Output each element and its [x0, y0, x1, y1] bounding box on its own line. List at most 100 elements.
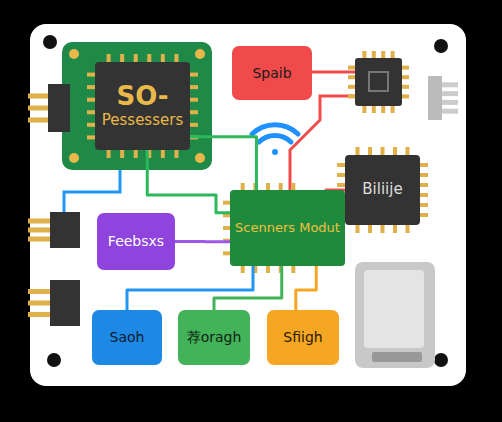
chip-pin	[28, 228, 50, 233]
chip-pin	[406, 225, 410, 233]
chip-pin	[420, 173, 428, 177]
chip-pin	[190, 85, 198, 89]
chip-pin	[291, 183, 295, 190]
chip-pin	[87, 135, 95, 139]
chip-pin	[266, 183, 270, 190]
mount-hole	[47, 353, 61, 367]
node-label: Spaib	[252, 65, 291, 81]
sensor-module: Scenners Modut	[230, 190, 345, 266]
chip-pin	[337, 183, 345, 187]
chip-pin	[393, 225, 397, 233]
chip-pin	[28, 289, 50, 294]
chip-pin	[402, 75, 409, 79]
chip-pin	[442, 91, 458, 96]
ic-chip	[355, 58, 402, 106]
chip-pin	[28, 94, 48, 99]
sd-card	[364, 270, 424, 348]
mount-hole	[43, 35, 57, 49]
node-label: Saoh	[110, 329, 145, 345]
chip-pin	[87, 123, 95, 127]
chip-pin	[223, 201, 230, 205]
chip-pin	[174, 150, 178, 158]
blue-wire	[64, 170, 120, 212]
chip-pin	[223, 251, 230, 255]
chip-pin	[420, 163, 428, 167]
chip-pin	[337, 163, 345, 167]
chip-pin	[28, 219, 50, 224]
pin-header	[48, 84, 70, 132]
circuit-board	[30, 24, 466, 386]
sd-card-slot	[355, 262, 435, 368]
chip-pin	[442, 109, 458, 114]
chip-pin	[120, 54, 124, 62]
chip-pin	[368, 147, 372, 155]
mount-hole	[434, 39, 448, 53]
chip-pin	[291, 266, 295, 273]
chip-pin	[190, 98, 198, 102]
chip-pin	[161, 54, 165, 62]
chip-pin	[420, 183, 428, 187]
chip-pin	[381, 225, 385, 233]
chip-pin	[348, 75, 355, 79]
red-module: Spaib	[232, 46, 312, 100]
pcb-hole	[195, 153, 205, 163]
chip-pin	[107, 150, 111, 158]
wifi-symbol	[252, 125, 298, 155]
chip-pin	[420, 193, 428, 197]
chip-pin	[348, 66, 355, 70]
pcb-hole	[69, 153, 79, 163]
pcb-hole	[195, 49, 205, 59]
sd-slot-mouth	[372, 352, 422, 362]
chip-pin	[391, 106, 395, 113]
chip-pin	[241, 183, 245, 190]
orange-module: Sfiigh	[267, 310, 339, 365]
chip-pin	[134, 150, 138, 158]
chip-pin	[356, 225, 360, 233]
chip-pin	[368, 225, 372, 233]
chip-pin	[87, 110, 95, 114]
chip-pin	[406, 147, 410, 155]
chip-pin	[134, 54, 138, 62]
chip-pin	[28, 237, 50, 242]
pin-header	[50, 280, 80, 326]
chip-pin	[28, 106, 48, 111]
chip-pin	[402, 94, 409, 98]
node-label: Biliije	[362, 181, 402, 198]
pin-header	[428, 76, 442, 120]
chip-pin	[279, 183, 283, 190]
node-label: Feebsxs	[108, 233, 164, 249]
chip-pin	[28, 301, 50, 306]
node-label: 荐oragh	[187, 329, 242, 345]
chip-pin	[402, 66, 409, 70]
chip-pin	[161, 150, 165, 158]
chip-die	[369, 72, 388, 91]
node-label: Pessessers	[102, 112, 183, 129]
red-wire	[312, 71, 355, 74]
wire-connector	[214, 266, 282, 310]
chip-pin	[147, 54, 151, 62]
chip-pin	[190, 123, 198, 127]
pin-header	[50, 212, 80, 248]
processor-chip: SO-Pessessers	[95, 62, 190, 150]
blue-module: Saoh	[92, 310, 162, 365]
chip-pin	[337, 173, 345, 177]
chip-pin	[420, 213, 428, 217]
purple-module: Feebsxs	[97, 213, 175, 270]
mount-hole	[434, 353, 448, 367]
chip-pin	[190, 73, 198, 77]
node-label: Scenners Modut	[235, 221, 340, 236]
chip-pin	[372, 51, 376, 58]
chip-pin	[362, 51, 366, 58]
chip-pin	[393, 147, 397, 155]
chip-pin	[28, 118, 48, 123]
chip-pin	[241, 266, 245, 273]
chip-pin	[372, 106, 376, 113]
wire-connector	[147, 150, 230, 213]
chip-pin	[391, 51, 395, 58]
wire-connector	[190, 137, 256, 190]
chip-pin	[442, 100, 458, 105]
chip-pin	[174, 54, 178, 62]
chip-pin	[266, 266, 270, 273]
chip-pin	[381, 147, 385, 155]
